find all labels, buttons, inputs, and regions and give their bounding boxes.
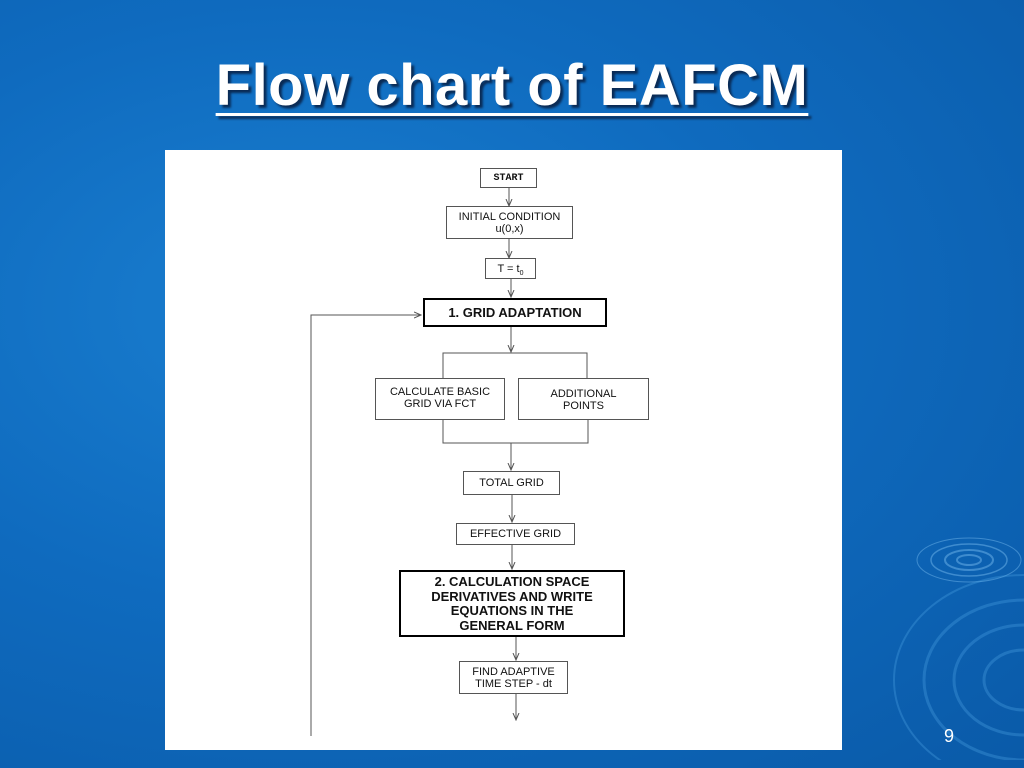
start-label: START bbox=[493, 173, 524, 184]
slide-title: Flow chart of EAFCM bbox=[215, 53, 809, 118]
split-bracket bbox=[442, 352, 588, 378]
total-grid-label: TOTAL GRID bbox=[479, 477, 544, 489]
initial-condition-line-2: u(0,x) bbox=[495, 223, 524, 235]
initial-condition-line-1: INITIAL CONDITION bbox=[458, 211, 561, 223]
adaptive-step-line-1: FIND ADAPTIVE bbox=[472, 666, 555, 678]
basic-grid-line-1: CALCULATE BASIC bbox=[389, 386, 491, 398]
initial-condition-node: INITIAL CONDITION u(0,x) bbox=[446, 206, 573, 239]
effective-grid-label: EFFECTIVE GRID bbox=[469, 528, 562, 540]
adaptive-step-line-2: TIME STEP - dt bbox=[475, 678, 552, 690]
calc-derivatives-line-2: DERIVATIVES AND WRITE bbox=[431, 588, 593, 604]
total-grid-node: TOTAL GRID bbox=[463, 471, 560, 495]
time-init-subscript: 0 bbox=[519, 270, 524, 278]
effective-grid-node: EFFECTIVE GRID bbox=[456, 523, 575, 545]
start-node: START bbox=[480, 168, 537, 188]
flowchart-panel: START INITIAL CONDITION u(0,x) T = t0 1.… bbox=[165, 150, 842, 750]
basic-grid-line-2: GRID VIA FCT bbox=[403, 398, 477, 410]
flowchart-connectors bbox=[310, 188, 589, 736]
basic-grid-node: CALCULATE BASIC GRID VIA FCT bbox=[375, 378, 505, 420]
loop-back-line bbox=[310, 315, 421, 736]
calc-derivatives-line-1: 2. CALCULATION SPACE bbox=[434, 574, 590, 589]
additional-points-line-1: ADDITIONAL bbox=[550, 388, 617, 400]
calc-derivatives-line-4: GENERAL FORM bbox=[459, 617, 565, 633]
adaptive-step-node: FIND ADAPTIVE TIME STEP - dt bbox=[459, 661, 568, 694]
water-ripple-decoration bbox=[893, 537, 1024, 760]
calc-derivatives-node: 2. CALCULATION SPACE DERIVATIVES AND WRI… bbox=[399, 570, 625, 637]
time-init-node: T = t0 bbox=[485, 258, 536, 279]
additional-points-node: ADDITIONAL POINTS bbox=[518, 378, 649, 420]
page-number: 9 bbox=[944, 726, 955, 746]
grid-adaptation-node: 1. GRID ADAPTATION bbox=[423, 298, 607, 327]
join-bracket bbox=[442, 420, 589, 444]
grid-adaptation-label: 1. GRID ADAPTATION bbox=[448, 305, 582, 320]
calc-derivatives-line-3: EQUATIONS IN THE bbox=[450, 603, 574, 618]
time-init-label: T = t bbox=[497, 263, 520, 275]
additional-points-line-2: POINTS bbox=[563, 400, 604, 412]
